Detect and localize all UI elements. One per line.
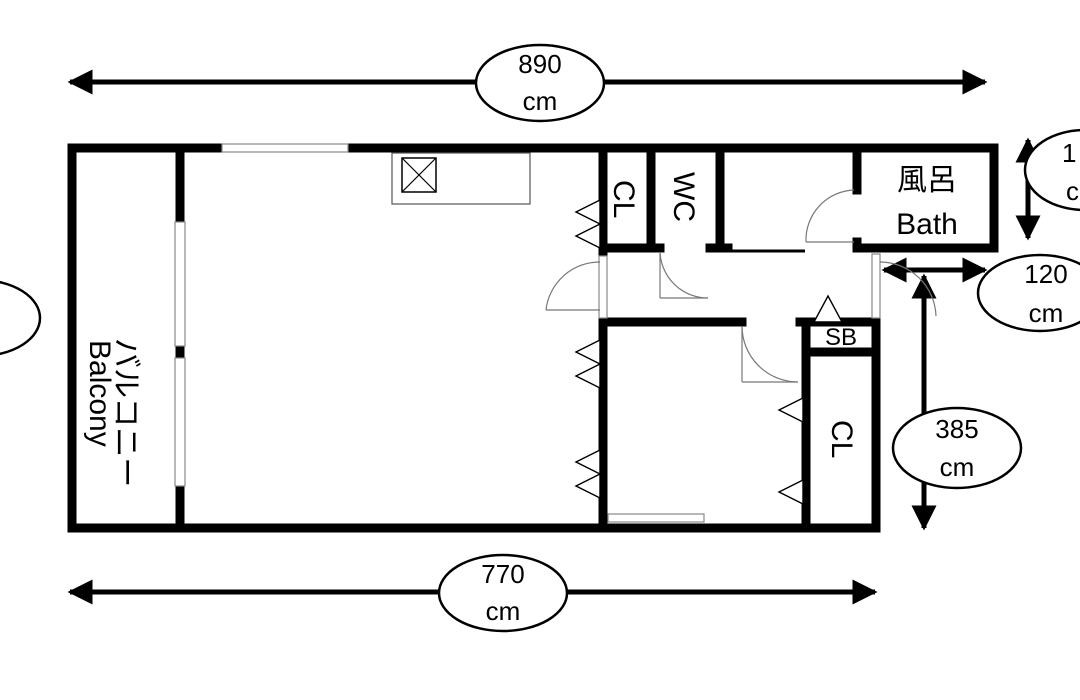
dimension-top-right-partial: 1 c <box>1015 128 1080 241</box>
dimension-corridor-gap: 120 cm <box>881 253 1080 333</box>
balcony-window-upper <box>174 221 186 347</box>
entrance-door <box>871 253 881 319</box>
dimension-right-height: 385 cm <box>891 273 1023 531</box>
balcony-label-en: Balcony <box>83 340 116 447</box>
dimension-bubble <box>891 406 1023 490</box>
dimension-bubble-left-partial <box>0 280 42 356</box>
dimension-unit: c <box>1066 176 1079 206</box>
dimension-value: 770 <box>481 559 524 589</box>
corridor-opening <box>598 255 608 319</box>
dimension-unit: cm <box>940 452 975 482</box>
bath-label-en: Bath <box>896 208 958 241</box>
balcony-wall <box>174 147 186 529</box>
dimension-value: 120 <box>1024 259 1067 289</box>
dimension-bottom-width: 770 cm <box>67 553 878 633</box>
dimension-unit: cm <box>523 86 558 116</box>
folding-doors <box>574 198 844 506</box>
shoe-box-label: SB <box>825 324 857 351</box>
bedroom-sliding-door <box>607 513 705 523</box>
dimension-value: 1 <box>1062 138 1076 168</box>
interior-walls <box>598 147 881 529</box>
kitchen-counter <box>391 152 531 205</box>
closet-right-label: CL <box>825 420 858 458</box>
closet-top-label: CL <box>607 180 640 218</box>
dimension-unit: cm <box>1029 298 1064 328</box>
dimension-bubble <box>474 43 606 123</box>
wc-label: WC <box>667 172 700 222</box>
bath-label-jp: 風呂 <box>897 164 957 197</box>
balcony-label-jp: バルコニー <box>109 338 142 487</box>
balcony-window-lower <box>174 357 186 487</box>
dimension-unit: cm <box>486 596 521 626</box>
dimension-bubble <box>976 253 1080 333</box>
dimension-top-width: 890 cm <box>67 43 988 123</box>
door-swings <box>545 189 937 383</box>
living-room-window <box>221 143 349 153</box>
dimension-bubble <box>1023 128 1080 212</box>
dimension-value: 890 <box>518 49 561 79</box>
dimension-bubble <box>437 553 569 633</box>
dimension-value: 385 <box>935 414 978 444</box>
